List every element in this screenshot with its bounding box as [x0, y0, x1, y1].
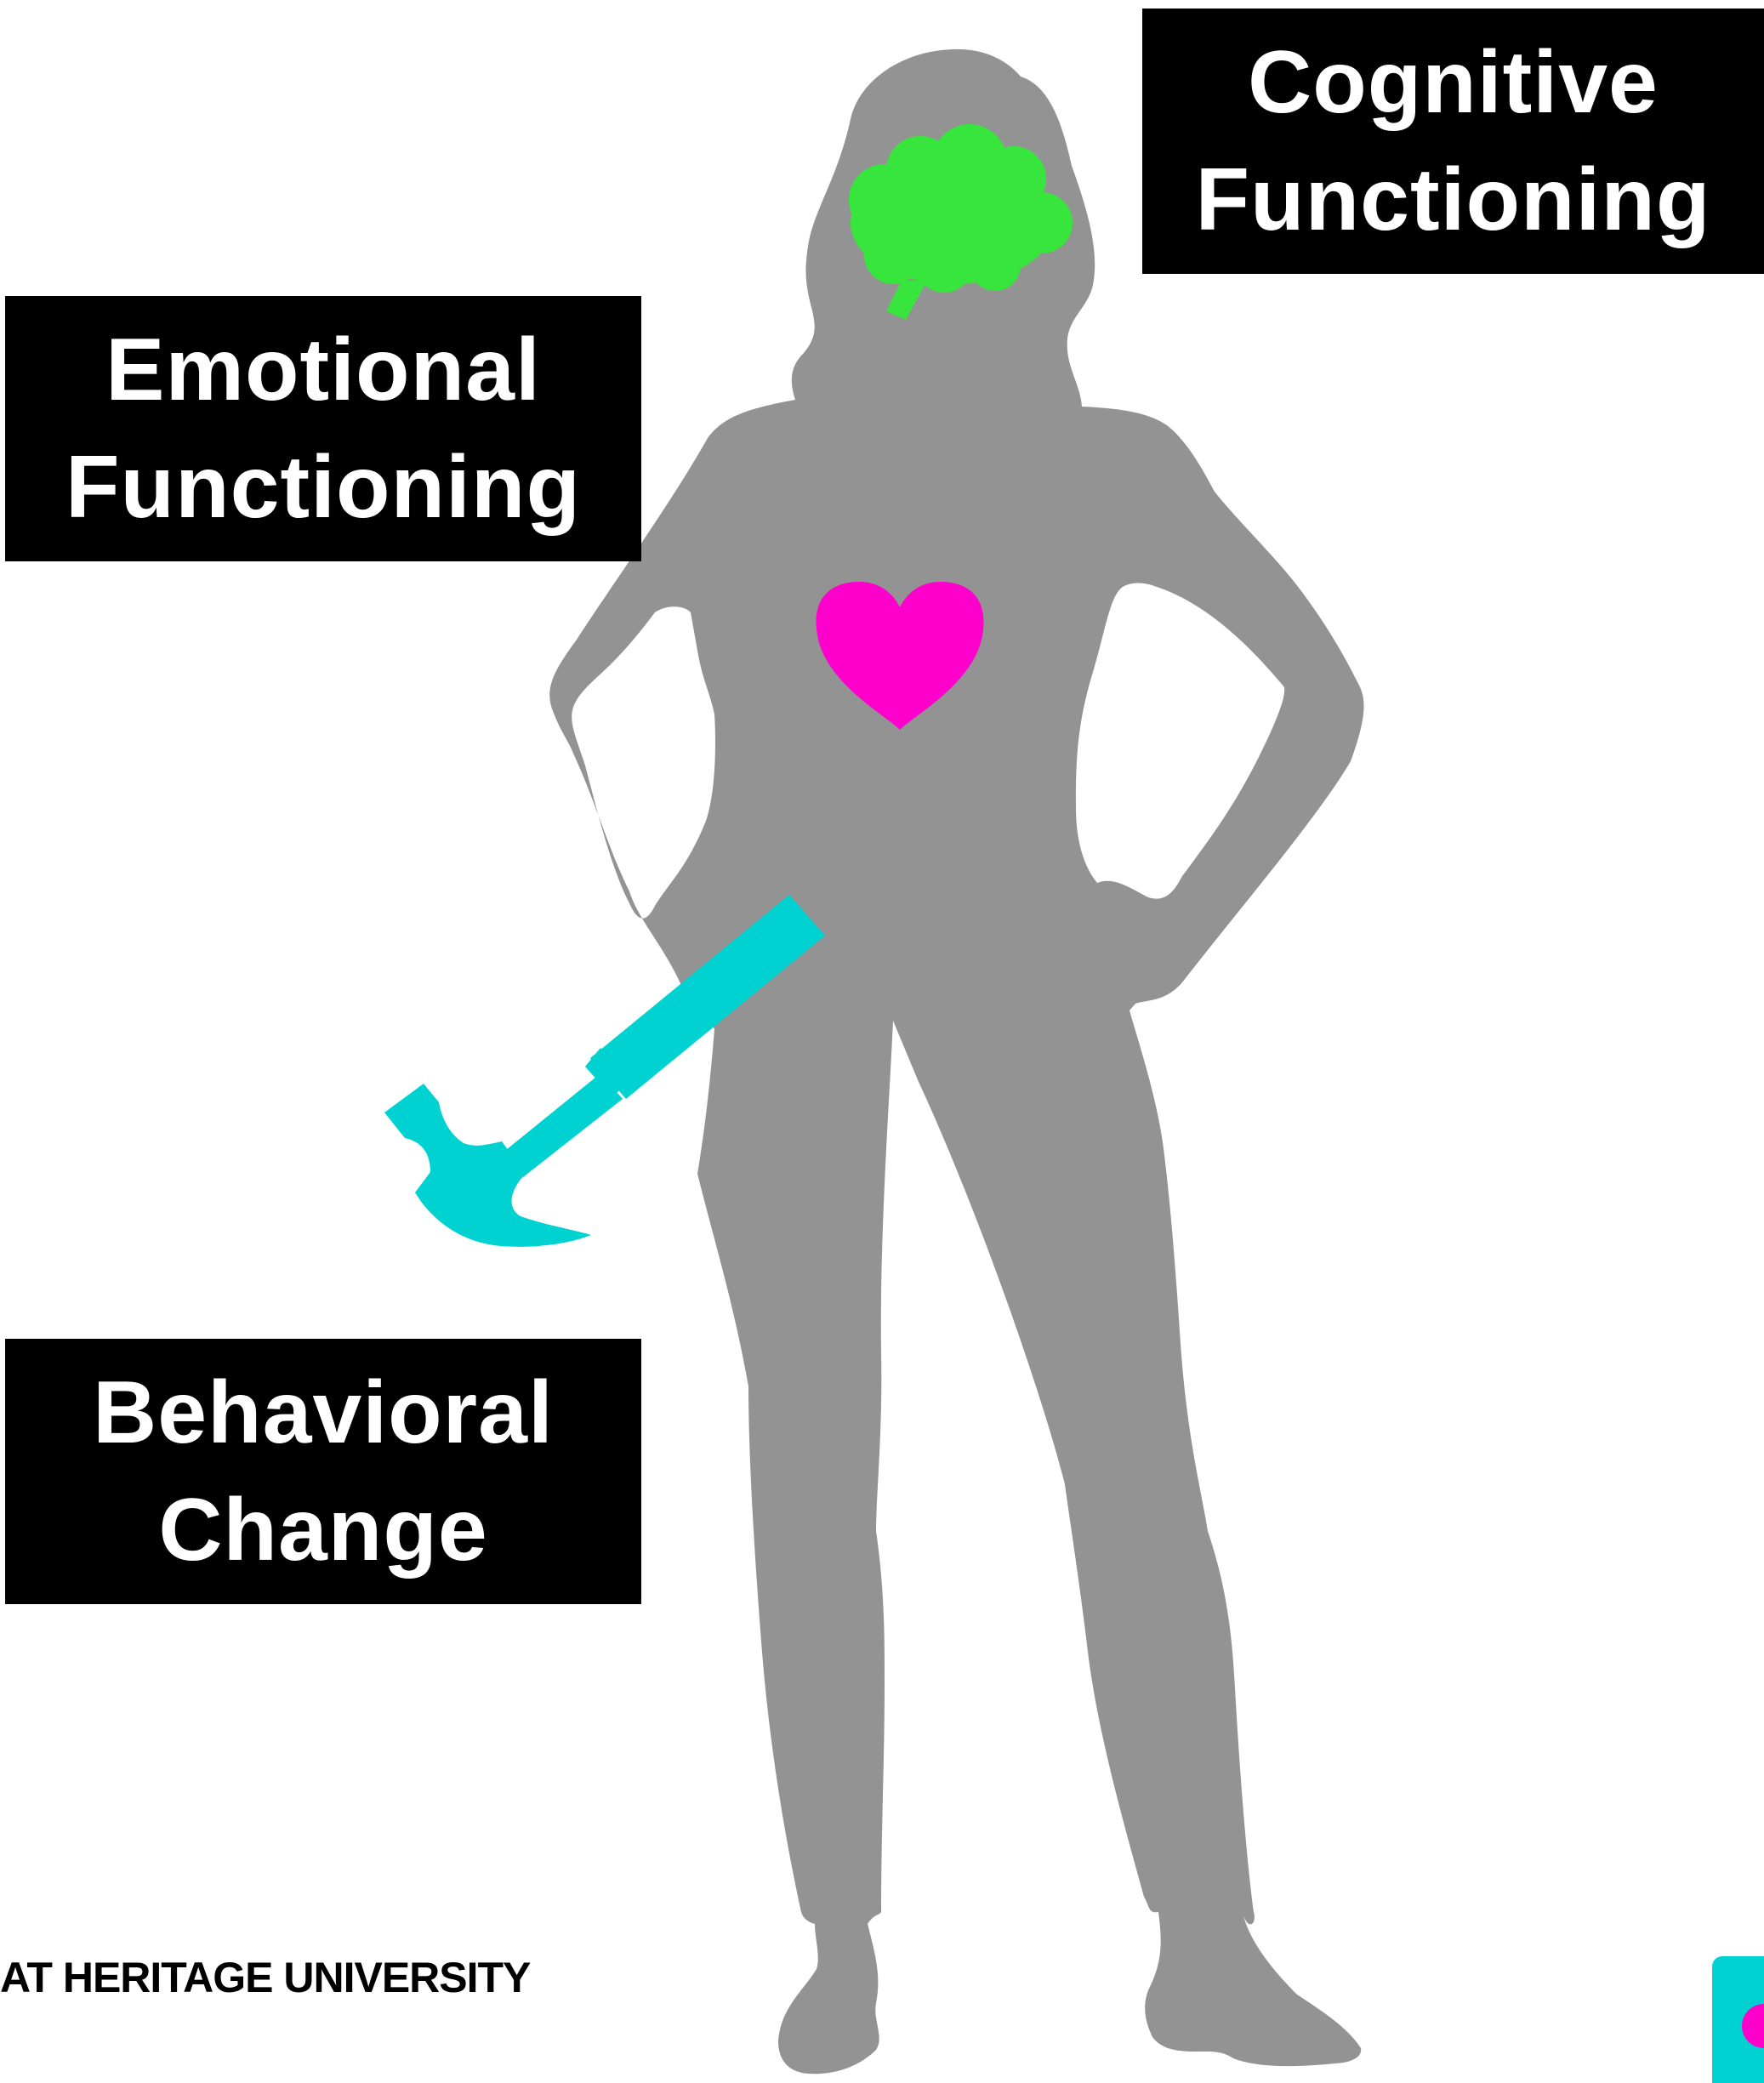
woman-silhouette-icon	[549, 49, 1363, 2074]
cognitive-label-line1: Cognitive	[1248, 24, 1659, 141]
emotional-label-line1: Emotional	[105, 311, 541, 429]
behavioral-label-line2: Change	[158, 1471, 487, 1589]
logo-icon	[1712, 1956, 1764, 2083]
emotional-functioning-label: Emotional Functioning	[5, 296, 641, 561]
footer-university-text: AT HERITAGE UNIVERSITY	[0, 1953, 530, 2002]
behavioral-label-line1: Behavioral	[93, 1354, 554, 1471]
cognitive-functioning-label: Cognitive Functioning	[1142, 9, 1764, 274]
cognitive-label-line2: Functioning	[1196, 141, 1711, 259]
behavioral-change-label: Behavioral Change	[5, 1339, 641, 1604]
emotional-label-line2: Functioning	[65, 429, 581, 546]
